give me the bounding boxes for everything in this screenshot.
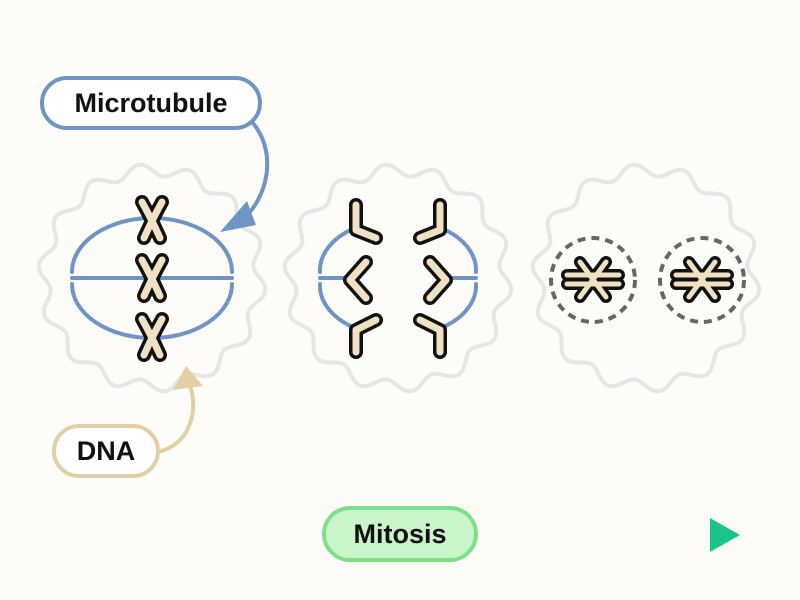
microtubule-left-upper [317, 226, 357, 274]
dna-label: DNA [52, 424, 160, 478]
dna-chromosomes [135, 195, 169, 362]
cell-metaphase [36, 162, 268, 394]
chromatid [343, 255, 373, 305]
chromatid [413, 313, 447, 359]
cell-membrane [282, 162, 514, 394]
mitosis-label: Mitosis [322, 506, 478, 562]
chromosome-x [135, 253, 169, 303]
chromosome-x [135, 195, 169, 245]
chromatid [423, 255, 453, 305]
microtubule-right-lower [439, 282, 479, 330]
microtubule-right-upper [439, 226, 479, 274]
dna-chromatids [343, 198, 453, 359]
cell-telophase [530, 162, 762, 394]
chromosome-x [135, 312, 169, 362]
chromatid [349, 198, 383, 245]
microtubule-pointer-arrow [220, 120, 270, 232]
cell-anaphase [282, 162, 514, 394]
nucleus-right [658, 236, 746, 324]
nuclear-envelope [658, 236, 746, 324]
microtubule-left-lower [317, 282, 357, 330]
cell-membrane [530, 162, 762, 394]
microtubule-label: Microtubule [40, 76, 262, 130]
chromatid [349, 313, 383, 359]
chromatid [413, 198, 447, 245]
dna-pointer-arrow [156, 366, 203, 454]
nucleus-left [549, 236, 637, 324]
nuclear-envelope [549, 236, 637, 324]
spindle [317, 226, 479, 330]
